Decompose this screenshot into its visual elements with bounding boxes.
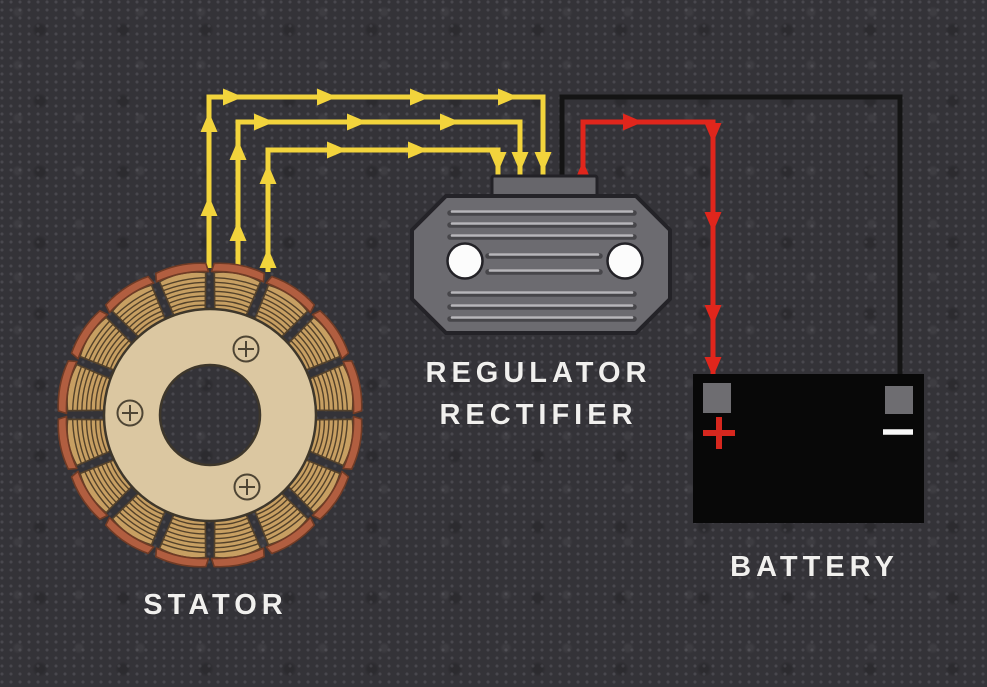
stator-coils bbox=[54, 259, 366, 571]
stator-phase-wire-2 bbox=[235, 119, 523, 272]
stator-graphic bbox=[54, 259, 366, 571]
wire-group bbox=[200, 88, 903, 382]
regulator-mount-hole bbox=[446, 242, 484, 280]
battery-positive-symbol bbox=[703, 417, 735, 449]
stator-core-ring bbox=[102, 307, 318, 523]
battery-graphic bbox=[693, 374, 924, 523]
battery-positive-terminal bbox=[703, 383, 731, 413]
regulator-rectifier-graphic bbox=[410, 174, 672, 335]
stator-label: STATOR bbox=[143, 589, 288, 621]
battery-label: BATTERY bbox=[730, 551, 899, 583]
screw-icon bbox=[116, 399, 144, 427]
stator-phase-wire-1 bbox=[206, 94, 546, 268]
battery-negative-terminal bbox=[885, 386, 913, 414]
screw-icon bbox=[233, 473, 261, 501]
battery-negative-wire bbox=[559, 94, 903, 382]
regulator-label-line-1: REGULATOR bbox=[425, 357, 652, 389]
screw-icon bbox=[232, 335, 260, 363]
regulator-fins bbox=[447, 210, 637, 322]
regulator-mount-hole bbox=[606, 242, 644, 280]
regulator-label-line-2: RECTIFIER bbox=[439, 399, 638, 431]
battery-positive-wire bbox=[574, 113, 722, 377]
regulator-body bbox=[410, 194, 672, 335]
stator-screws bbox=[116, 335, 261, 501]
